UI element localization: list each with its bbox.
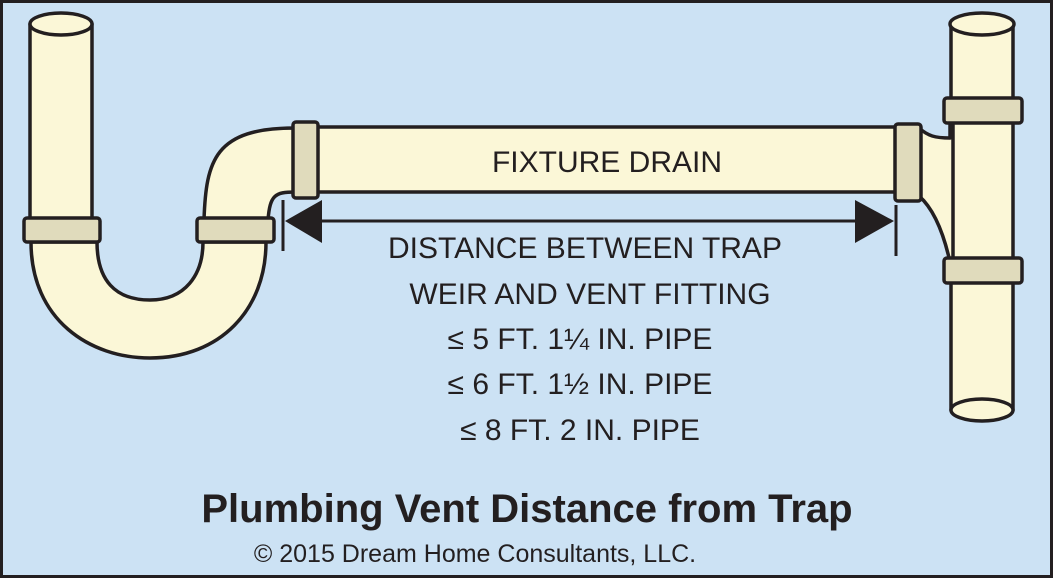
coupling bbox=[942, 96, 1024, 125]
pipe-opening bbox=[948, 11, 1016, 37]
fixture-drain-label: FIXTURE DRAIN bbox=[492, 146, 722, 179]
distance-line-5: ≤ 8 FT. 2 IN. PIPE bbox=[460, 414, 700, 447]
u-bend bbox=[29, 240, 268, 360]
arrowhead-left bbox=[285, 200, 322, 243]
distance-line-3: ≤ 5 FT. 1¼ IN. PIPE bbox=[448, 323, 713, 356]
diagram-title: Plumbing Vent Distance from Trap bbox=[201, 487, 852, 531]
copyright: © 2015 Dream Home Consultants, LLC. bbox=[254, 540, 696, 568]
fixture-drain-pipe bbox=[291, 120, 900, 200]
coupling bbox=[22, 216, 102, 244]
arrowhead-right bbox=[855, 200, 894, 243]
vent-fitting bbox=[893, 122, 923, 203]
vent-stack bbox=[949, 22, 1015, 412]
p-trap bbox=[22, 11, 297, 360]
distance-line-1: DISTANCE BETWEEN TRAP bbox=[388, 232, 782, 265]
pipe-opening bbox=[949, 397, 1015, 423]
coupling bbox=[942, 256, 1024, 285]
vent-tee bbox=[893, 11, 1024, 423]
distance-line-2: WEIR AND VENT FITTING bbox=[409, 278, 770, 311]
trap-elbow bbox=[202, 126, 297, 222]
distance-line-4: ≤ 6 FT. 1½ IN. PIPE bbox=[448, 368, 713, 401]
trap-inlet-pipe bbox=[28, 22, 94, 226]
distance-dimension bbox=[281, 200, 898, 256]
trap-fitting bbox=[291, 120, 320, 200]
pipe-opening bbox=[28, 11, 94, 37]
coupling bbox=[195, 216, 276, 244]
